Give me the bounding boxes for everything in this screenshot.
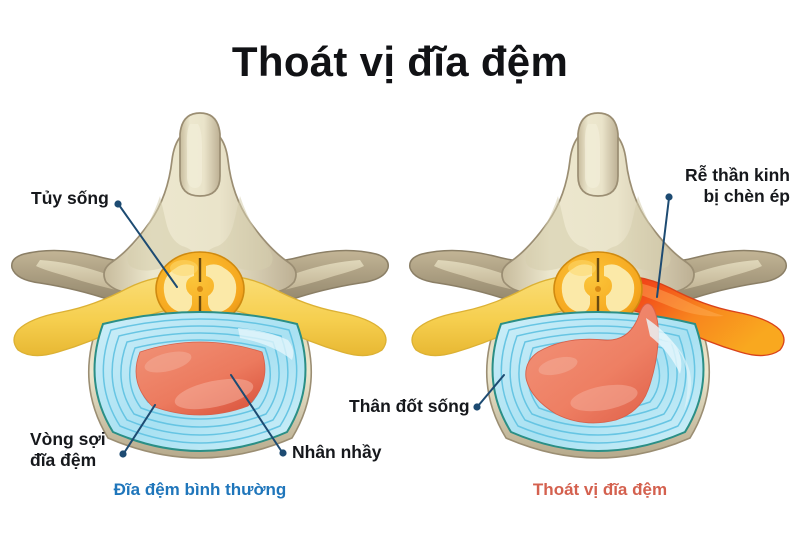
label-tuy-song: Tủy sống bbox=[31, 188, 109, 209]
label-vong-soi-dia-dem: Vòng sợi đĩa đệm bbox=[30, 429, 106, 472]
right-herniated-disc bbox=[491, 303, 705, 452]
label-re-than-kinh-line1: Rễ thần kinh bbox=[684, 165, 790, 185]
leader-nhan-nhay bbox=[230, 374, 283, 453]
page-title: Thoát vị đĩa đệm bbox=[231, 38, 569, 85]
left-spinal-cord bbox=[155, 251, 245, 327]
leader-lines bbox=[114, 193, 673, 458]
label-tuy-song-text: Tủy sống bbox=[31, 188, 109, 208]
label-re-than-kinh-bi-chen-ep: Rễ thần kinh bị chèn ép bbox=[578, 165, 790, 208]
leader-tuy-song bbox=[118, 204, 178, 288]
caption-herniated-disc: Thoát vị đĩa đệm bbox=[532, 480, 668, 499]
label-nhan-nhay: Nhân nhầy bbox=[292, 442, 381, 463]
label-than-dot-song: Thân đốt sống bbox=[349, 396, 470, 417]
leader-than-dot-song bbox=[477, 374, 505, 407]
caption-normal-disc: Đĩa đệm bình thường bbox=[113, 480, 287, 499]
label-vong-soi-line2: đĩa đệm bbox=[30, 450, 97, 471]
label-nhan-nhay-text: Nhân nhầy bbox=[292, 442, 382, 462]
leader-re-than-kinh bbox=[656, 197, 670, 298]
label-vong-soi-line1: Vòng sợi bbox=[30, 429, 106, 449]
left-intervertebral-disc bbox=[93, 311, 307, 452]
label-re-than-kinh-line2: bị chèn ép bbox=[703, 186, 790, 207]
right-spinal-cord bbox=[553, 251, 643, 327]
leader-vong-soi bbox=[123, 404, 156, 454]
label-than-dot-song-text: Thân đốt sống bbox=[349, 396, 470, 416]
